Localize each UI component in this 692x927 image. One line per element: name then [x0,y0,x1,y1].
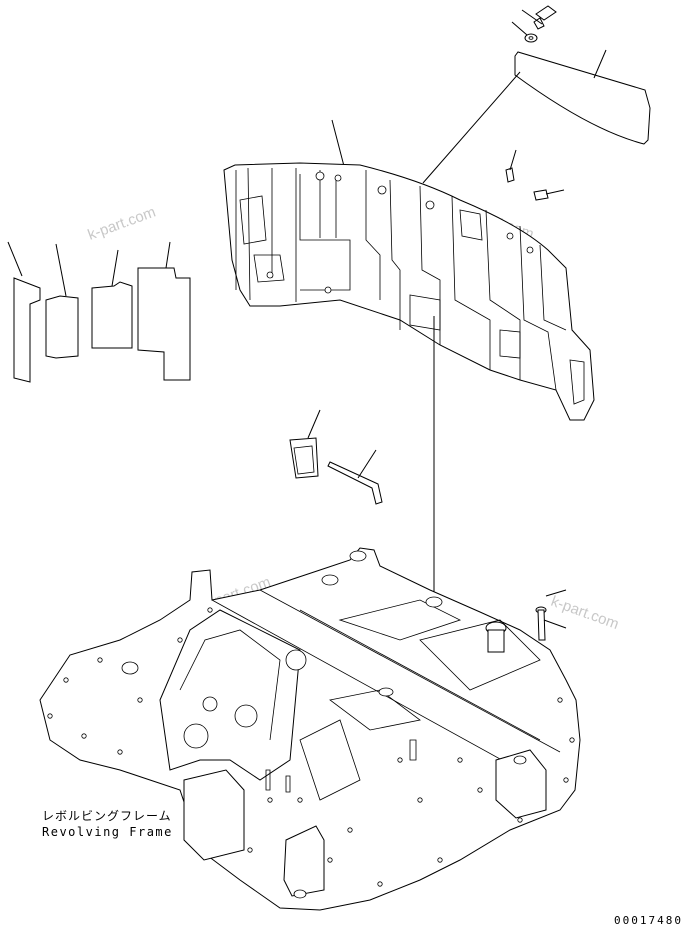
washer-top [511,21,538,43]
clip-rod [327,449,383,505]
bolt-small [505,149,517,183]
watermark-4: k-part.com [549,593,621,633]
fender-cover [223,162,595,421]
revolving-frame [39,547,581,911]
bracket-block [289,409,321,479]
watermark-1: k-part.com [86,204,158,244]
leader-cover [422,71,521,184]
pad-2 [45,243,79,359]
pad-3 [91,249,133,349]
pad-4 [137,241,191,381]
frame-label-japanese: レボルビングフレーム [42,809,172,823]
frame-label-english: Revolving Frame [42,825,173,839]
pad-1 [7,241,41,383]
bolt-right [535,589,567,641]
cover-plate [514,49,651,145]
bolt-top [521,5,557,30]
leader-fender [331,119,346,171]
nut-small [533,189,565,201]
catalog-number: 00017480 [614,914,683,927]
